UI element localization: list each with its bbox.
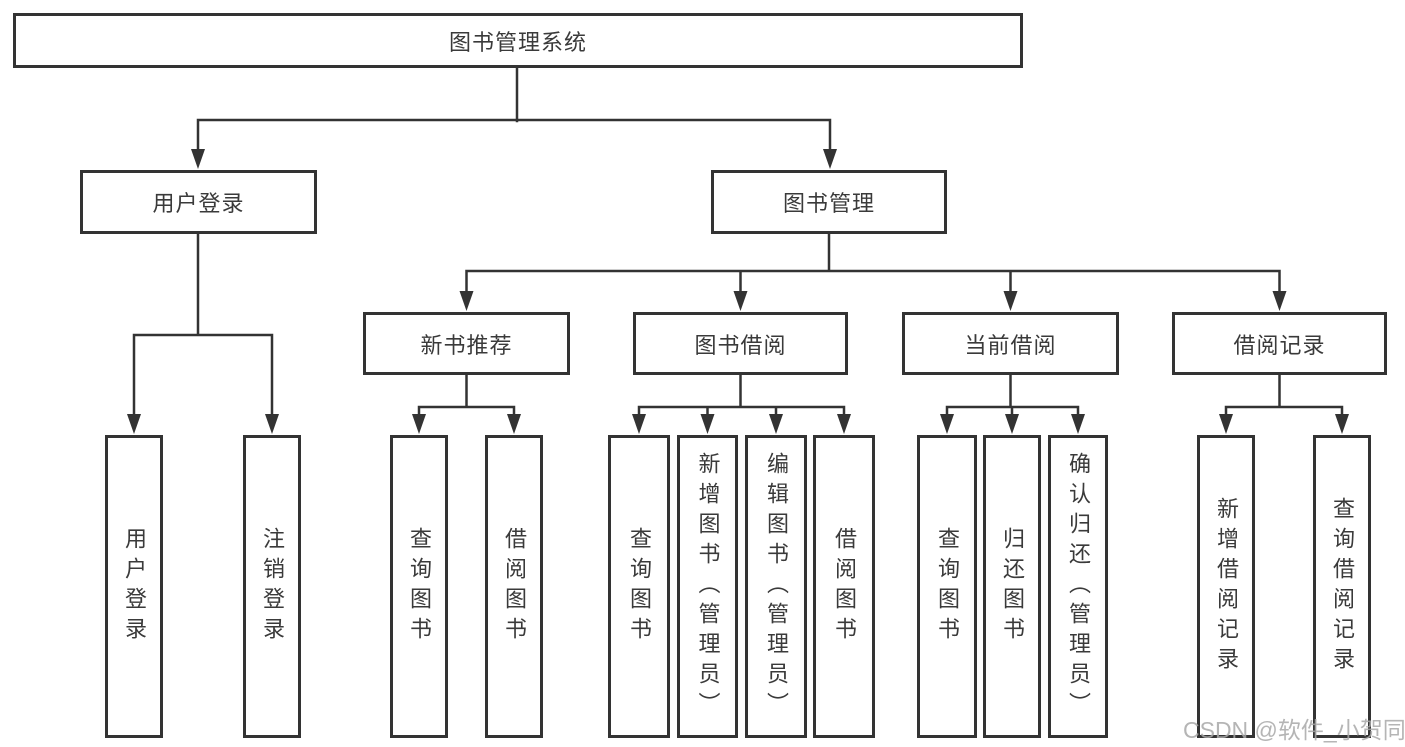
node-query-borrow-record: 查询借阅记录 xyxy=(1313,435,1371,738)
node-user-login-leaf: 用户登录 xyxy=(105,435,163,738)
node-return-books: 归还图书 xyxy=(983,435,1041,738)
node-library-system: 图书管理系统 xyxy=(13,13,1023,68)
node-borrow-books-leaf: 借阅图书 xyxy=(813,435,875,738)
node-current-borrow: 当前借阅 xyxy=(902,312,1119,375)
node-add-books-admin: 新增图书（管理员） xyxy=(677,435,738,738)
node-query-books-recommend: 查询图书 xyxy=(390,435,448,738)
arrowheads xyxy=(127,149,1349,434)
node-add-borrow-record: 新增借阅记录 xyxy=(1197,435,1255,738)
node-user-login: 用户登录 xyxy=(80,170,317,234)
node-new-book-recommend: 新书推荐 xyxy=(363,312,570,375)
node-query-books-current: 查询图书 xyxy=(917,435,977,738)
node-query-books-borrow: 查询图书 xyxy=(608,435,670,738)
watermark: CSDN @软件_小贺同学 xyxy=(1183,717,1405,743)
node-book-management: 图书管理 xyxy=(711,170,947,234)
node-edit-books-admin: 编辑图书（管理员） xyxy=(745,435,807,738)
node-borrow-books-recommend: 借阅图书 xyxy=(485,435,543,738)
node-borrow-records: 借阅记录 xyxy=(1172,312,1387,375)
node-book-borrow: 图书借阅 xyxy=(633,312,848,375)
node-logout-leaf: 注销登录 xyxy=(243,435,301,738)
node-confirm-return-admin: 确认归还（管理员） xyxy=(1048,435,1108,738)
